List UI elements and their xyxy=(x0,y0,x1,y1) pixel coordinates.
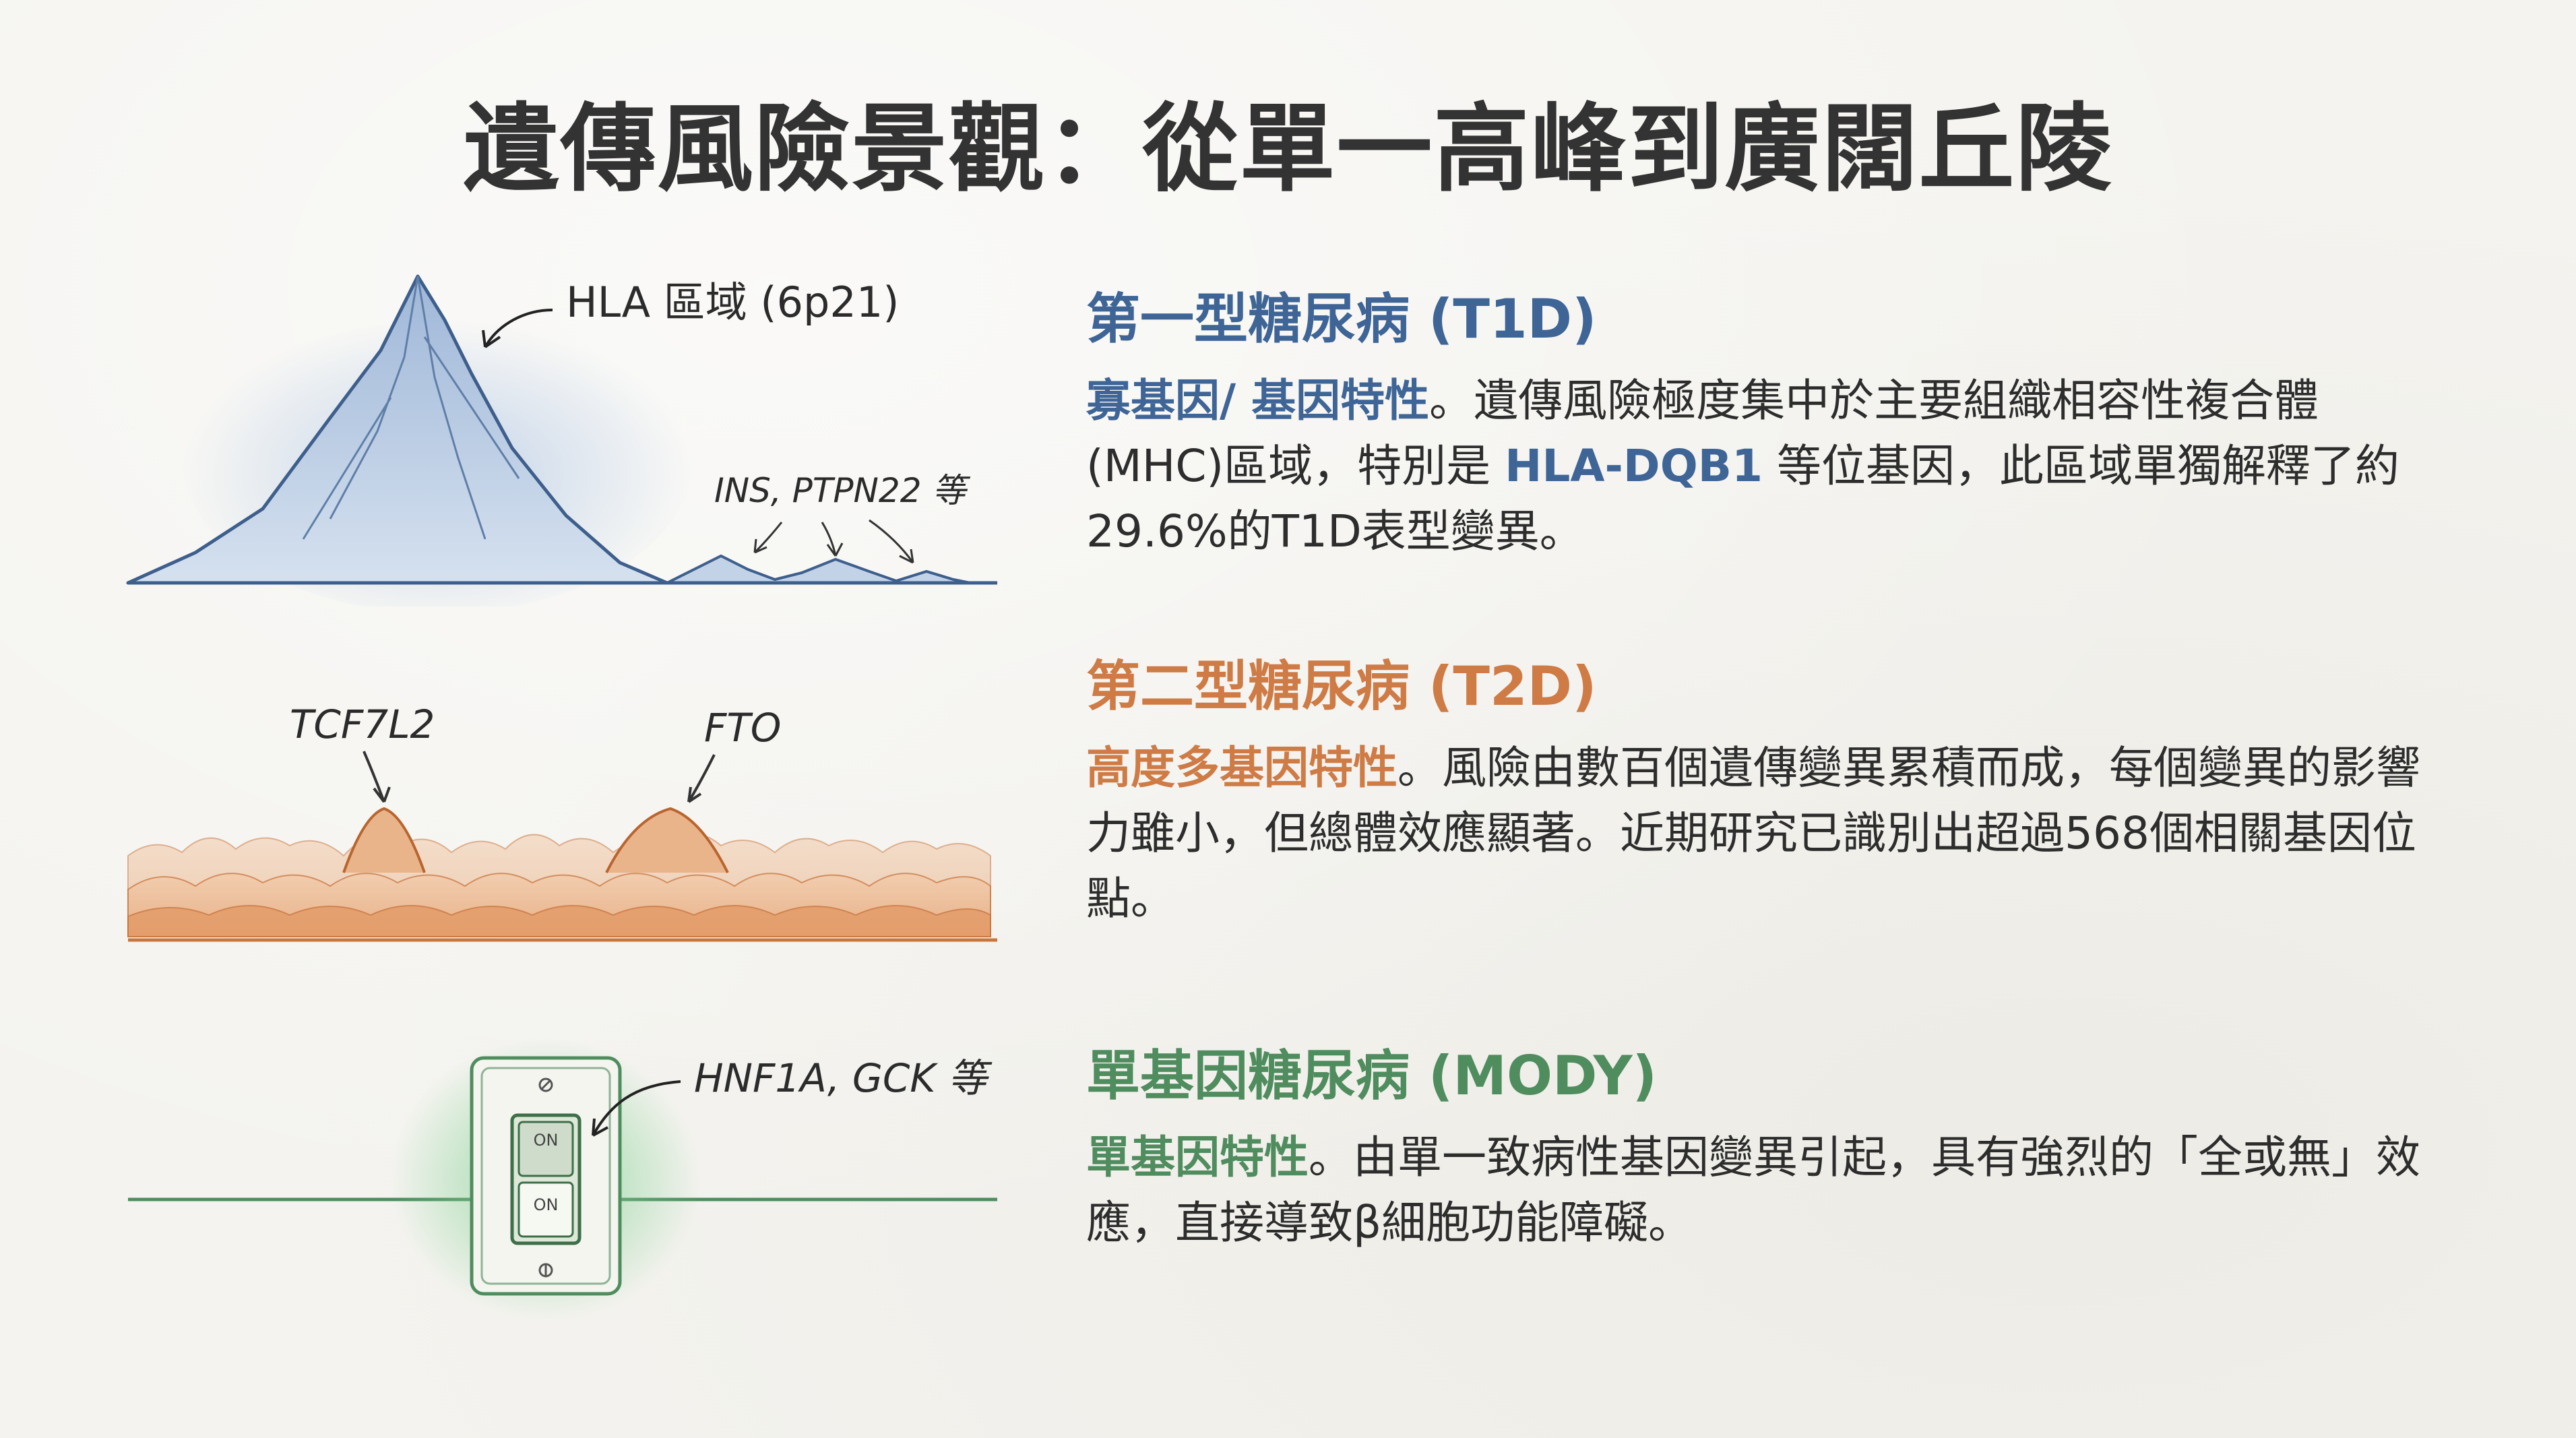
top-screw-icon xyxy=(538,1077,553,1092)
t1d-text-part2: 等位基因，此區域單獨解釋了約29.6%的T1D表型變異。 xyxy=(1086,440,2400,557)
tcf7l2-label: TCF7L2 xyxy=(290,701,435,747)
fto-hill xyxy=(605,807,729,873)
switch-inner-plate xyxy=(480,1067,611,1285)
t1d-keyword: 寡基因/ 基因特性 xyxy=(1086,375,1430,427)
t1d-section: 第一型糖尿病 (T1D) 寡基因/ 基因特性。遺傳風險極度集中於主要組織相容性複… xyxy=(1086,290,2461,564)
t1d-highlight: HLA-DQB1 xyxy=(1505,440,1763,492)
t2d-description: 高度多基因特性。風險由數百個遺傳變異累積而成，每個變異的影響力雖小，但總體效應顯… xyxy=(1086,735,2461,931)
minor-genes-label: INS, PTPN22 等 xyxy=(714,471,970,510)
tcf7l2-hill xyxy=(342,807,426,873)
minor-peaks xyxy=(666,554,971,584)
switch-toggle xyxy=(517,1121,574,1177)
tcf7l2-arrow xyxy=(363,751,391,803)
t1d-title: 第一型糖尿病 (T1D) xyxy=(1086,288,1597,350)
switch-toggle-lower xyxy=(517,1181,574,1238)
page-title: 遺傳風險景觀：從單一高峰到廣闊丘陵 xyxy=(463,94,2113,205)
mody-keyword: 單基因特性 xyxy=(1086,1131,1309,1183)
fto-arrow xyxy=(687,754,716,803)
t1d-description: 寡基因/ 基因特性。遺傳風險極度集中於主要組織相容性複合體 (MHC)區域，特別… xyxy=(1086,368,2461,564)
hla-peak xyxy=(126,274,669,585)
t2d-keyword: 高度多基因特性 xyxy=(1086,742,1397,794)
mody-section: 單基因糖尿病 (MODY) 單基因特性。由單一致病性基因變異引起，具有強烈的「全… xyxy=(1086,1046,2461,1255)
t1d-mountain-illustration: HLA 區域 (6p21) INS, PTPN22 等 xyxy=(126,274,997,606)
hla-arrow xyxy=(484,309,553,348)
hla-label: HLA 區域 (6p21) xyxy=(566,278,900,327)
peak-ridge-lines xyxy=(302,276,520,540)
minor-arrow-1 xyxy=(753,522,783,554)
minor-arrow-2 xyxy=(821,522,844,557)
minor-arrow-3 xyxy=(869,519,914,564)
t1d-text-part1: 。遺傳風險極度集中於主要組織相容性複合體 (MHC)區域，特別是 xyxy=(1086,375,2319,492)
t2d-hills-illustration: TCF7L2 FTO xyxy=(127,701,997,942)
mody-title: 單基因糖尿病 (MODY) xyxy=(1086,1044,1658,1107)
switch-arrow xyxy=(592,1080,681,1137)
bottom-screw-icon xyxy=(538,1263,553,1278)
mody-text: 。由單一致病性基因變異引起，具有強烈的「全或無」效應，直接導致β細胞功能障礙。 xyxy=(1086,1131,2420,1249)
hills-front-row xyxy=(127,905,991,937)
mody-switch-illustration: ON ON HNF1A, GCK 等 xyxy=(128,1038,997,1321)
switch-top-text: ON xyxy=(534,1131,559,1150)
t2d-title: 第二型糖尿病 (T2D) xyxy=(1086,655,1597,718)
mody-description: 單基因特性。由單一致病性基因變異引起，具有強烈的「全或無」效應，直接導致β細胞功… xyxy=(1086,1125,2461,1255)
t2d-section: 第二型糖尿病 (T2D) 高度多基因特性。風險由數百個遺傳變異累積而成，每個變異… xyxy=(1086,657,2461,931)
switch-label: HNF1A, GCK 等 xyxy=(694,1055,993,1101)
fto-label: FTO xyxy=(704,705,781,751)
switch-bottom-text: ON xyxy=(534,1195,559,1214)
t2d-text: 。風險由數百個遺傳變異累積而成，每個變異的影響力雖小，但總體效應顯著。近期研究已… xyxy=(1086,742,2420,925)
